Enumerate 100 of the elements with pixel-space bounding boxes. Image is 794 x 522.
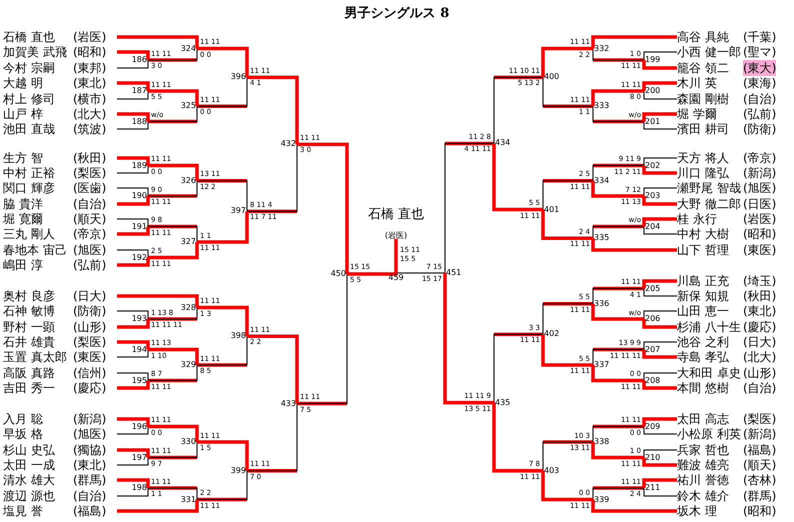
- match-number: 188: [128, 116, 147, 126]
- match-number: 189: [128, 160, 147, 170]
- player-name: 兵家 哲也: [677, 442, 729, 458]
- bracket-line: [592, 349, 644, 366]
- school-name: (信州): [73, 365, 106, 381]
- bracket-line: [644, 488, 678, 496]
- player-name: 高阪 真路: [3, 365, 55, 381]
- bracket-line: [642, 60, 677, 70]
- school-name: (岩医): [743, 211, 776, 227]
- match-number: 209: [645, 422, 664, 432]
- bracket-line: [592, 226, 644, 239]
- bracket-line: [642, 319, 677, 329]
- match-number: 434: [495, 138, 514, 148]
- champion-name: 石橋 直也: [368, 206, 424, 223]
- player-name: 石橋 直也: [3, 29, 55, 45]
- bracket-line: [542, 303, 594, 335]
- school-name: (日大): [73, 288, 106, 304]
- player-name: 嶋田 淳: [3, 257, 43, 273]
- school-name: (群馬): [73, 472, 106, 488]
- bracket-line: [117, 294, 199, 308]
- bracket-line: [247, 76, 299, 144]
- bracket-line: [197, 440, 249, 471]
- bracket-line: [642, 166, 677, 175]
- player-name: 堀 学爾: [677, 106, 717, 122]
- match-number: 197: [128, 452, 147, 462]
- school-name: (医歯): [73, 180, 106, 196]
- school-name: (順天): [73, 211, 106, 227]
- bracket-line: [196, 470, 248, 500]
- bracket-line: [148, 48, 198, 60]
- bracket-line: [148, 348, 199, 365]
- bracket-line: [591, 238, 677, 252]
- bracket-line: [644, 188, 678, 196]
- match-number: 324: [177, 44, 196, 54]
- bracket-line: [591, 35, 677, 48]
- match-number: 402: [544, 329, 563, 340]
- player-name: 関口 輝彦: [3, 180, 55, 196]
- match-number: 326: [177, 176, 196, 186]
- match-number: 211: [645, 483, 664, 493]
- school-name: (梨医): [743, 411, 776, 427]
- bracket-line: [642, 350, 677, 359]
- bracket-line: [117, 81, 150, 91]
- school-name: (東医): [743, 242, 776, 258]
- match-number: 331: [177, 494, 196, 504]
- bracket-line: [642, 380, 677, 390]
- match-number: 403: [544, 466, 563, 476]
- match-number: 190: [128, 191, 147, 201]
- bracket-line: [116, 121, 148, 130]
- bracket-line: [148, 164, 199, 181]
- bracket-line: [394, 239, 398, 274]
- bracket-line: [116, 218, 148, 227]
- player-name: 坂木 理: [677, 503, 717, 519]
- school-name: (旭医): [743, 180, 776, 196]
- bracket-line: [644, 450, 678, 458]
- match-number: 334: [594, 176, 613, 186]
- bracket-line: [117, 196, 150, 206]
- bracket-line: [347, 272, 398, 276]
- school-name: (自治): [743, 380, 776, 396]
- bracket-line: [246, 403, 298, 472]
- bracket-line: [116, 426, 148, 434]
- bracket-line: [197, 46, 249, 78]
- school-name: (東邦): [73, 60, 106, 76]
- bracket-line: [644, 158, 678, 166]
- match-number: 210: [645, 452, 664, 462]
- match-number: 199: [645, 55, 664, 65]
- school-name: (杏林): [743, 472, 776, 488]
- player-name: 天方 将人: [677, 150, 729, 166]
- school-name: (秋田): [73, 150, 106, 166]
- match-number: 192: [128, 252, 147, 262]
- school-name: (旭医): [73, 426, 106, 442]
- player-name: 瀬野尾 智哉: [677, 180, 741, 196]
- bracket-line: [297, 142, 349, 274]
- player-name: 早坂 格: [3, 426, 43, 442]
- player-name: 入月 聡: [3, 411, 43, 427]
- player-name: 中村 正裕: [3, 165, 55, 181]
- match-number: 399: [227, 466, 246, 476]
- bracket-line: [148, 180, 198, 196]
- bracket-line: [642, 217, 677, 226]
- match-number: 435: [495, 398, 514, 408]
- bracket-line: [117, 448, 150, 458]
- school-name: (新潟): [743, 426, 776, 442]
- player-name: 川島 正充: [677, 273, 729, 289]
- match-number: 459: [386, 273, 406, 284]
- school-name: (秋田): [743, 288, 776, 304]
- match-number: 187: [128, 86, 147, 96]
- player-name: 奥村 良彦: [3, 288, 55, 304]
- match-number: 208: [645, 376, 664, 386]
- bracket-line: [592, 106, 644, 122]
- player-name: 清水 雄大: [3, 472, 55, 488]
- school-name: (群馬): [743, 488, 776, 504]
- bracket-line: [116, 310, 148, 320]
- school-name: (福島): [743, 442, 776, 458]
- bracket-line: [642, 196, 677, 206]
- school-name: (山形): [743, 365, 776, 381]
- bracket-line: [196, 76, 248, 107]
- bracket-line: [116, 90, 148, 100]
- match-number: 332: [594, 44, 613, 54]
- player-name: 太田 一成: [3, 457, 55, 473]
- title: 男子シングルス 8: [343, 5, 450, 22]
- bracket-line: [197, 306, 249, 336]
- player-name: 杉山 史弘: [3, 442, 55, 458]
